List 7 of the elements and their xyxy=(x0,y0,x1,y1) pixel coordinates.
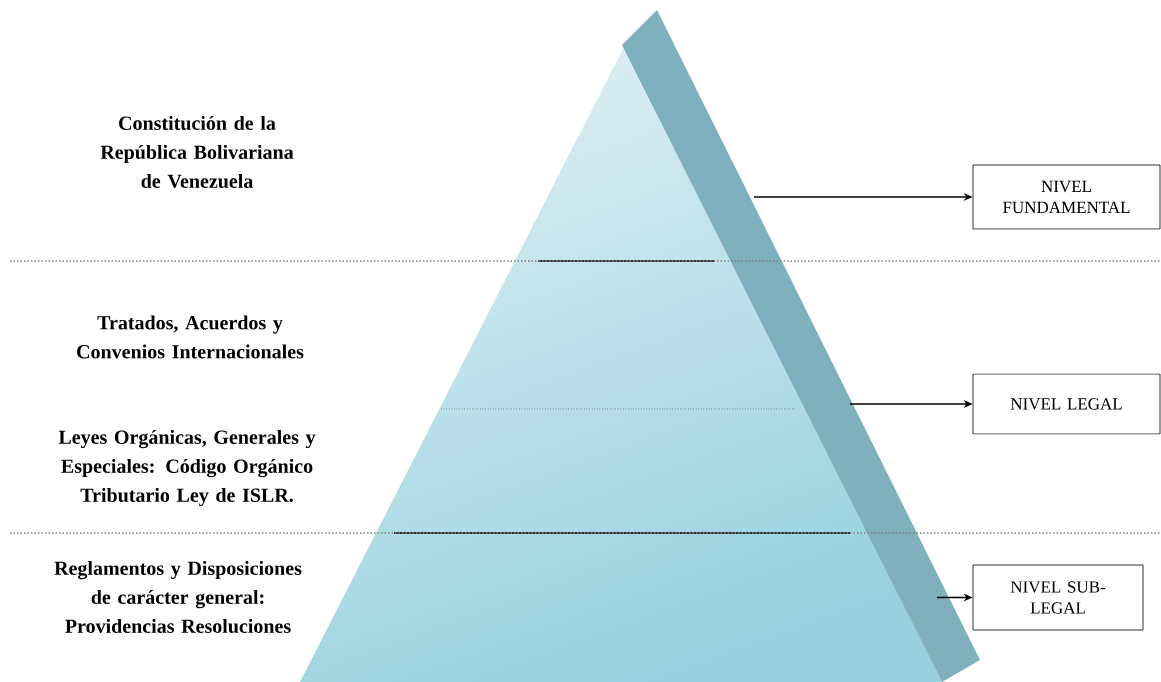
level-box: NIVEL SUB-LEGAL xyxy=(972,564,1144,631)
level-text: Reglamentos y Disposiciones de carácter general: Providencias Resoluciones xyxy=(54,560,302,634)
level-text: Constitución de la República Bolivariana de Venezuela xyxy=(100,115,294,189)
level-text: Leyes Orgánicas, Generales y Especiales: Código Orgánico Tributario Ley de ISLR. xyxy=(58,429,316,507)
level-box: NIVEL FUNDAMENTAL xyxy=(972,164,1161,230)
level-text: Tratados, Acuerdos y Convenios Internacionales xyxy=(77,315,304,359)
level-box: NIVEL LEGAL xyxy=(972,373,1161,435)
